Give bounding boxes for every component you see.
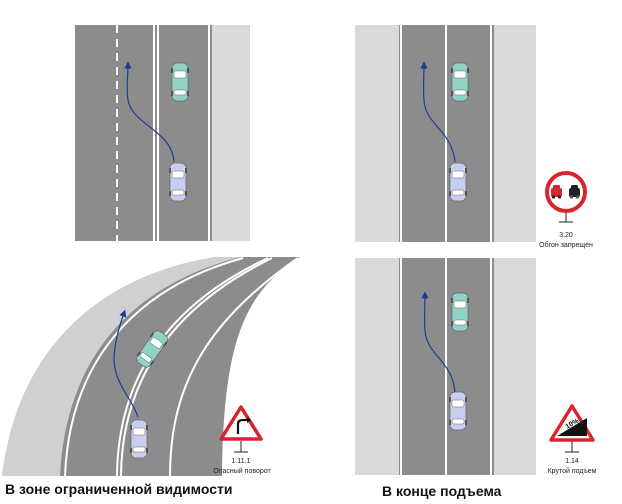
car-ahead <box>450 292 470 332</box>
road-asphalt <box>75 25 212 241</box>
car-overtaking <box>448 162 468 202</box>
overtake-path-arrow <box>421 291 456 393</box>
sign-name-no-overtaking: Обгон запрещен <box>539 242 593 249</box>
edge-line <box>64 257 244 477</box>
car-ahead <box>450 62 470 102</box>
no-overtaking-sign <box>545 171 587 223</box>
road-shoulder <box>355 258 399 475</box>
sign-name-steep-ascent: Крутой подъем <box>547 468 597 475</box>
steep-ascent-sign: 10% <box>549 404 595 453</box>
sign-number-1-14: 1.14 <box>565 458 579 465</box>
overtake-path-arrow <box>124 61 175 163</box>
sign-name-dangerous-turn: Опасный поворот <box>213 468 271 475</box>
road-asphalt <box>60 257 300 476</box>
edge-line <box>169 257 299 477</box>
panel-curve <box>2 257 300 477</box>
car-overtaking <box>129 419 149 459</box>
car-ahead <box>170 62 190 102</box>
caption-limited-visibility: В зоне ограниченной видимости <box>5 481 233 497</box>
sign-number-3-20: 3.20 <box>559 232 573 239</box>
car-overtaking <box>448 391 468 431</box>
red-car-icon <box>551 185 562 199</box>
road-shoulder-inner <box>2 257 240 476</box>
panel-hill-crest <box>355 258 536 475</box>
overtake-path-arrow <box>420 61 456 163</box>
caption-end-of-ascent: В конце подъема <box>382 483 502 499</box>
dangerous-turn-sign <box>219 405 263 453</box>
panel-no-overtaking <box>355 25 536 242</box>
overtake-path-arrow <box>113 309 139 418</box>
car-overtaking <box>168 162 188 202</box>
sign-number-1-11-1: 1.11.1 <box>231 458 251 465</box>
road-shoulder <box>212 25 250 241</box>
road-shoulder <box>355 25 399 242</box>
turn-arrow-icon <box>236 418 247 434</box>
road-shoulder <box>494 25 536 242</box>
panel-straight-dashed <box>75 25 250 241</box>
road-shoulder <box>494 258 536 475</box>
black-car-icon <box>569 185 580 199</box>
slope-icon <box>557 418 587 436</box>
